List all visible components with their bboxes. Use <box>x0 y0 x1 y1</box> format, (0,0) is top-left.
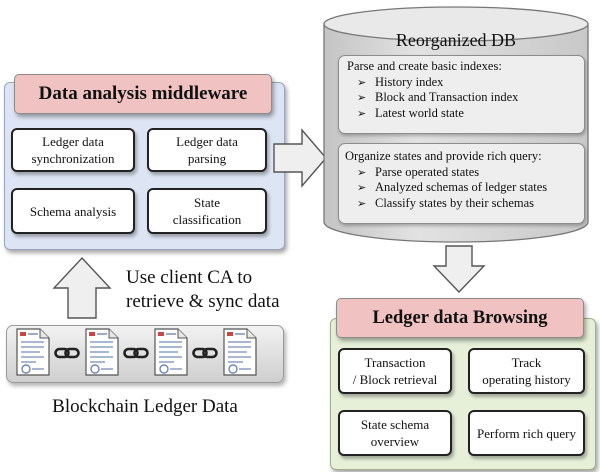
query-item: Classify states by their schemas <box>357 196 584 212</box>
db-query-section: Organize states and provide rich query: … <box>338 143 585 224</box>
db-title: Reorganized DB <box>395 30 517 50</box>
up-arrow-icon <box>52 256 112 319</box>
index-item: Block and Transaction index <box>357 90 584 106</box>
index-item: Latest world state <box>357 106 584 122</box>
ledger-block-icon <box>154 328 188 381</box>
transaction-retrieval-box: Transaction/ Block retrieval <box>338 348 452 394</box>
index-heading: Parse and create basic indexes: <box>347 59 502 73</box>
ledger-block-icon <box>16 328 50 381</box>
ledger-block-icon <box>223 328 257 381</box>
down-arrow-icon <box>432 245 486 294</box>
query-heading: Organize states and provide rich query: <box>345 149 542 163</box>
query-item: Analyzed schemas of ledger states <box>357 180 584 196</box>
chain-link-icon <box>123 346 149 365</box>
rich-query-box: Perform rich query <box>468 410 585 456</box>
middleware-title: Data analysis middleware <box>14 74 272 114</box>
ledger-caption: Blockchain Ledger Data <box>52 396 238 417</box>
chain-link-icon <box>54 346 80 365</box>
chain-link-icon <box>192 346 218 365</box>
browsing-title: Ledger data Browsing <box>336 298 584 338</box>
query-item: Parse operated states <box>357 165 584 181</box>
schema-analysis-box: Schema analysis <box>11 188 135 234</box>
sync-caption: Use client CA to retrieve & sync data <box>126 267 280 312</box>
right-arrow-icon <box>273 128 327 188</box>
ledger-block-icon <box>85 328 119 381</box>
db-index-section: Parse and create basic indexes: History … <box>338 55 585 134</box>
index-item: History index <box>357 75 584 91</box>
